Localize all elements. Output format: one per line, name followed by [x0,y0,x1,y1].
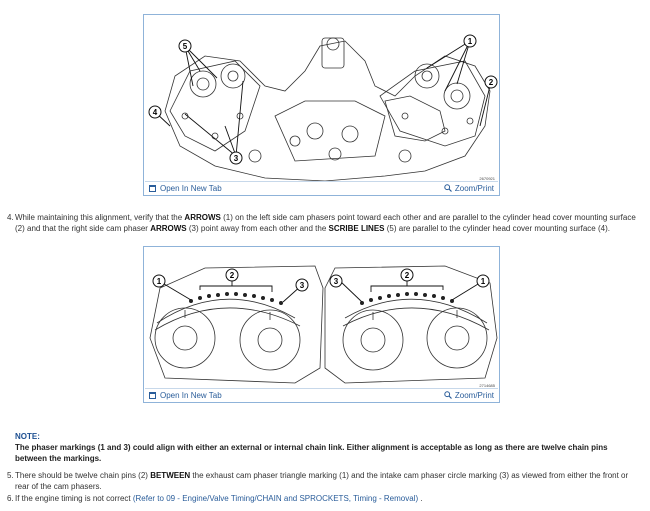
callout-2: 2 [405,271,410,280]
new-tab-icon [149,185,156,192]
callout-1: 1 [481,277,486,286]
callout-5: 5 [183,42,188,51]
step-number: 6. [7,494,14,503]
callout-3: 3 [334,277,339,286]
emphasis: ARROWS [150,224,187,233]
emphasis: SCRIBE LINES [328,224,385,233]
cam-phaser-drawing: 1 2 3 3 2 1 [149,265,498,384]
cam-phaser-illustration[interactable]: 1 2 3 3 2 1 2714685 [145,248,498,389]
step-text: (2) and that the right side cam phaser [15,224,151,233]
zoom-print-link[interactable]: Zoom/Print [444,184,494,193]
note-title: NOTE: [15,432,40,441]
step-number: 5. [7,471,14,480]
step-text: rear of the cam phasers. [15,482,102,491]
zoom-print-label: Zoom/Print [454,183,494,193]
figure-engine-timing-1: 5 1 2 4 3 2670921 Open In New Tab Zoom/P… [143,14,500,196]
open-in-new-tab-link[interactable]: Open In New Tab [149,184,222,193]
step-6: 6. If the engine timing is not correct (… [7,493,637,504]
zoom-icon [444,391,452,399]
figure-toolbar: Open In New Tab Zoom/Print [145,388,498,401]
callout-1: 1 [468,37,473,46]
step-text: (3) point away from each other and the [186,224,329,233]
step-text: (5) are parallel to the cylinder head co… [384,224,610,233]
step-5: 5. There should be twelve chain pins (2)… [7,470,637,492]
engine-illustration-1[interactable]: 5 1 2 4 3 2670921 [145,16,498,182]
note-box: NOTE: The phaser markings (1 and 3) coul… [15,431,615,464]
callout-4: 4 [153,108,158,117]
step-text: . [418,494,423,503]
callout-1: 1 [157,277,162,286]
step-text: (1) on the left side cam phasers point t… [220,213,636,222]
engine-drawing-1: 5 1 2 4 3 [148,34,498,182]
open-in-new-tab-label: Open In New Tab [160,390,222,400]
callout-3: 3 [300,281,305,290]
step-text: While maintaining this alignment, verify… [15,213,185,222]
emphasis: ARROWS [184,213,221,222]
step-text: If the engine timing is not correct [15,494,133,503]
zoom-icon [444,184,452,192]
timing-removal-link[interactable]: (Refer to 09 - Engine/Valve Timing/CHAIN… [132,494,419,503]
zoom-print-label: Zoom/Print [454,390,494,400]
figure-id: 2714685 [479,383,495,388]
note-text: The phaser markings (1 and 3) could alig… [15,443,608,463]
step-text: the exhaust cam phaser triangle marking … [190,471,629,480]
zoom-print-link[interactable]: Zoom/Print [444,391,494,400]
step-4: 4. While maintaining this alignment, ver… [7,212,637,234]
emphasis: BETWEEN [150,471,191,480]
step-number: 4. [7,213,14,222]
callout-3: 3 [234,154,239,163]
callout-2: 2 [489,78,494,87]
open-in-new-tab-link[interactable]: Open In New Tab [149,391,222,400]
new-tab-icon [149,392,156,399]
callout-2: 2 [230,271,235,280]
figure-toolbar: Open In New Tab Zoom/Print [145,181,498,194]
figure-id: 2670921 [479,176,495,181]
open-in-new-tab-label: Open In New Tab [160,183,222,193]
step-text: There should be twelve chain pins (2) [15,471,151,480]
figure-engine-timing-2: 1 2 3 3 2 1 2714685 Open In New Tab Zoom… [143,246,500,403]
